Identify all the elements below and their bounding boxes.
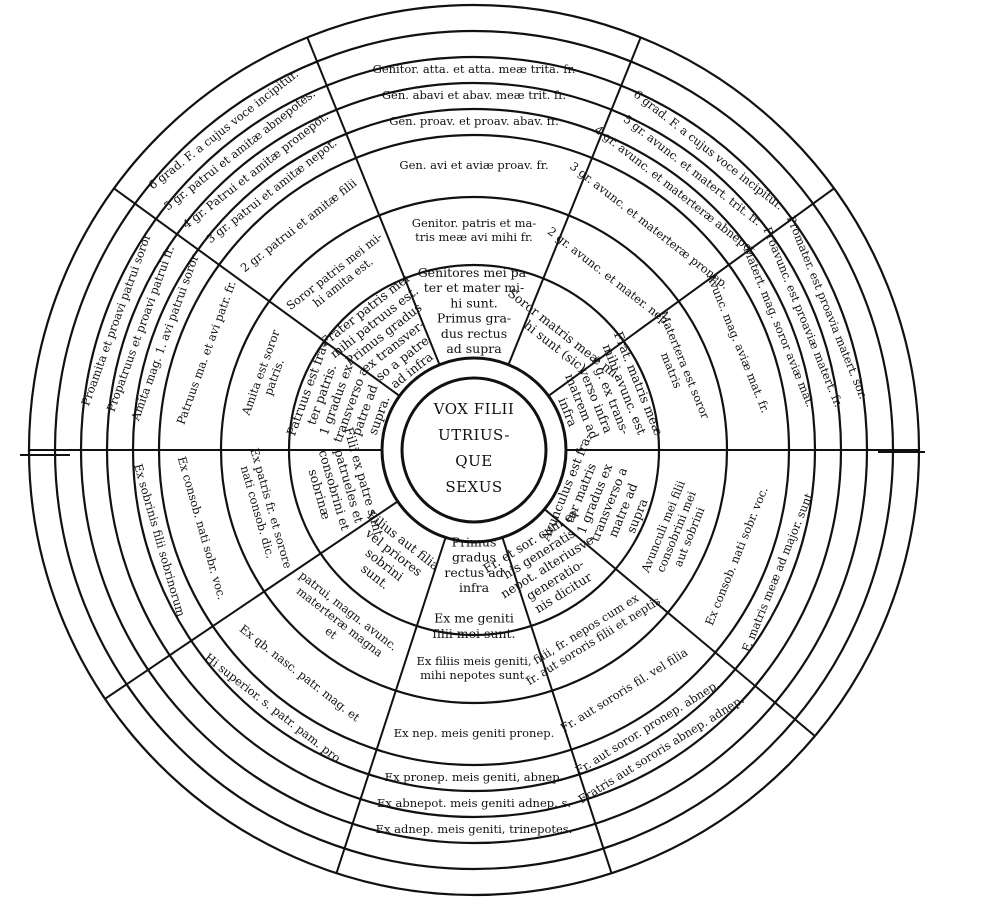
sector-divider: [306, 37, 441, 366]
sector-label-line: Ex me geniti: [434, 611, 514, 626]
center-line-1: VOX FILII: [433, 400, 515, 418]
label-top-center-ring-3: Gen. proav. et proav. abav. fr.: [389, 114, 559, 128]
sector-divider: [507, 37, 642, 366]
label-lower-left-ring-3: Hi superior. s. patr. pam. pro: [202, 650, 343, 765]
sector-divider: [543, 508, 816, 737]
label-left-lower-ring-3: Ex sobrinis filii sobrinorum: [131, 462, 188, 618]
label-left-upper-ring-0: Patruus est fra-ter patris.1 gradus extr…: [283, 341, 392, 445]
center-line-2: UTRIUS-: [438, 426, 510, 444]
sector-label-line: Gen. proav. et proav. abav. fr.: [389, 114, 559, 128]
sector-label-line: Gen. abavi et abav. meæ trit. fr.: [382, 88, 566, 102]
label-upper-right-ring-5: 6 grad. F. a cujus voce incipitur.: [631, 87, 786, 213]
center-line-4: SEXUS: [445, 478, 502, 496]
label-bottom-center-ring-2: Ex nep. meis geniti pronep.: [394, 726, 555, 740]
sector-label-line: Genitor. atta. et atta. meæ trita. fr.: [373, 62, 576, 76]
sector-label-line: infra: [459, 580, 490, 595]
sector-label-line: 2 gr. avunc. et mater. nep.: [545, 224, 674, 329]
label-lower-left-ring-2: Ex qb. nasc. patr. mag. et: [237, 622, 363, 725]
sector-label-line: Ex sobrinis filii sobrinorum: [131, 462, 188, 618]
sector-label-line: Primus gra-: [437, 311, 511, 326]
sector-label-line: Ex filiis meis geniti,: [417, 654, 532, 668]
sector-label-line: Hi superior. s. patr. pam. pro: [202, 650, 343, 765]
sector-label-line: Gen. avi et aviæ proav. fr.: [399, 158, 548, 172]
sector-label-line: Ex qb. nasc. patr. mag. et: [237, 622, 363, 725]
sector-label-line: tris meæ avi mihi fr.: [415, 230, 533, 244]
sector-label-line: Genitores mei pa-: [418, 265, 531, 280]
sector-label-line: gradus: [452, 550, 496, 565]
hub-outer-ring: [380, 356, 568, 544]
sector-label-line: Ex abnepot. meis geniti adnep. s.: [377, 796, 571, 810]
sector-label-line: 6 grad. F. a cujus voce incipitur.: [631, 87, 786, 213]
label-top-center-ring-2: Gen. avi et aviæ proav. fr.: [399, 158, 548, 172]
sector-label-line: dus rectus: [441, 326, 507, 341]
center-line-3: QUE: [455, 452, 492, 470]
sector-label-line: Ex adnep. meis geniti, trinepotes.: [376, 822, 573, 836]
sector-label-line: mihi nepotes sunt.: [420, 668, 528, 682]
sector-label-line: Genitor. patris et ma-: [412, 216, 537, 230]
sector-divider: [335, 537, 447, 874]
sector-divider: [104, 500, 399, 700]
label-upper-left-ring-6: 6 grad. F. a cujus voce incipitur.: [146, 66, 301, 192]
label-bottom-center-ring-4: Ex abnepot. meis geniti adnep. s.: [377, 796, 571, 810]
center-title: VOX FILII UTRIUS- QUE SEXUS: [433, 400, 515, 496]
label-left-lower-ring-2: Ex consob. nati sobr. voc.: [175, 455, 229, 601]
sector-label-line: rectus ad: [444, 565, 503, 580]
label-upper-right-ring-1: 2 gr. avunc. et mater. nep.: [545, 224, 674, 329]
hub-inner-ring: [400, 376, 548, 524]
label-top-center-ring-1: Genitor. patris et ma-tris meæ avi mihi …: [412, 216, 537, 244]
label-top-center-ring-0: Genitores mei pa-ter et mater mi-hi sunt…: [418, 265, 531, 356]
label-bottom-center-ring-1: Ex filiis meis geniti,mihi nepotes sunt.: [417, 654, 532, 682]
sector-label-line: filii mei sunt.: [432, 626, 515, 641]
label-bottom-center-ring-3: Ex pronep. meis geniti, abnep.: [385, 770, 563, 784]
label-top-center-ring-5: Genitor. atta. et atta. meæ trita. fr.: [373, 62, 576, 76]
sector-label-line: ad supra: [446, 341, 502, 356]
sector-label-line: ter et mater mi-: [424, 280, 525, 295]
label-top-center-ring-4: Gen. abavi et abav. meæ trit. fr.: [382, 88, 566, 102]
sector-label-line: Ex pronep. meis geniti, abnep.: [385, 770, 563, 784]
label-bottom-center-ring-5: Ex adnep. meis geniti, trinepotes.: [376, 822, 573, 836]
sector-label-line: 6 grad. F. a cujus voce incipitur.: [146, 66, 301, 192]
sector-divider: [113, 187, 401, 397]
sector-label-line: Primus: [452, 534, 497, 549]
sector-label-line: Ex consob. nati sobr. voc.: [175, 455, 229, 601]
sector-dividers: [20, 37, 925, 874]
sector-divider: [547, 187, 835, 397]
sector-label-line: Ex nep. meis geniti pronep.: [394, 726, 555, 740]
sector-label-line: hi sunt.: [450, 295, 498, 310]
sector-divider: [501, 537, 613, 874]
